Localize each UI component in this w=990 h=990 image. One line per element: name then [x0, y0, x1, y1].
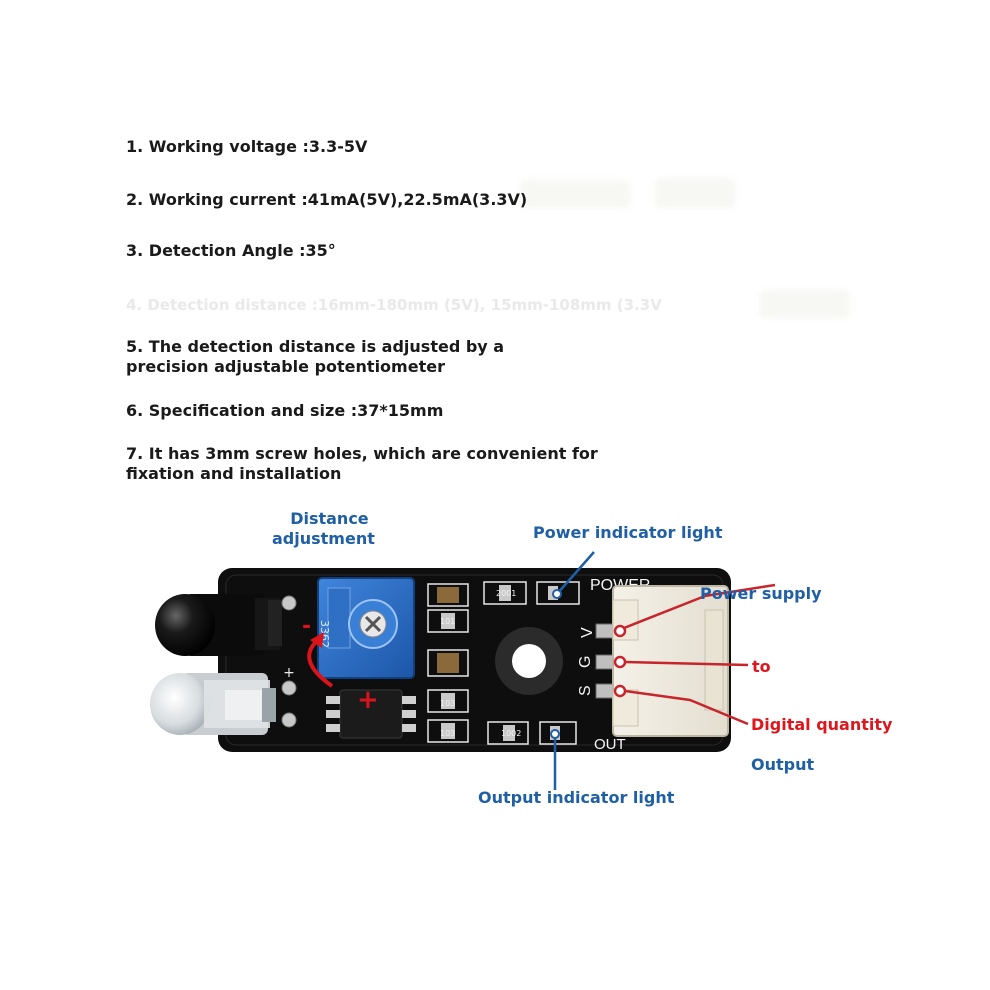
spec-item-6: 6. Specification and size :37*15mm: [126, 401, 444, 420]
spec-item-1: 1. Working voltage :3.3-5V: [126, 137, 368, 156]
label-power-supply: Power supply: [700, 584, 822, 603]
resistor-103a: 103: [440, 699, 455, 708]
resistor-103b: 103: [440, 729, 455, 738]
spec-item-7: 7. It has 3mm screw holes, which are con…: [126, 444, 598, 483]
indicator-callout-lines: [553, 551, 595, 790]
spec-item-2: 2. Working current :41mA(5V),22.5mA(3.3V…: [126, 190, 528, 209]
smd-components: [427, 581, 580, 745]
label-power-indicator: Power indicator light: [533, 523, 723, 542]
label-digital-quantity: Digital quantity: [751, 715, 893, 734]
pcb-out-text: OUT: [594, 736, 626, 753]
pin-label-s: S: [577, 685, 594, 696]
pin-callout-lines: [613, 583, 776, 726]
label-distance-adjustment: Distance adjustment: [272, 509, 375, 549]
ir-emitter-led: [155, 594, 282, 656]
resistor-2001: 2001: [496, 589, 516, 598]
label-distance-line1: Distance: [290, 509, 369, 528]
potentiometer: 3362: [317, 577, 415, 679]
pot-plus-sign: +: [357, 685, 379, 715]
comparator-ic: [326, 689, 416, 739]
adjust-arrow: [307, 632, 334, 688]
ir-receiver-led: [150, 673, 276, 735]
spec-item-5: 5. The detection distance is adjusted by…: [126, 337, 505, 376]
faded-smudge: [760, 290, 850, 318]
faded-smudge: [520, 180, 630, 208]
label-output-indicator: Output indicator light: [478, 788, 675, 807]
resistor-1002: 1002: [501, 729, 521, 738]
faded-smudge: [655, 178, 735, 208]
pcb-plus-mark: +: [283, 665, 295, 681]
pin-label-v: V: [579, 627, 596, 638]
label-to: to: [752, 657, 771, 676]
spec-item-3: 3. Detection Angle :35°: [126, 241, 336, 260]
label-distance-line2: adjustment: [272, 529, 375, 548]
spec-item-4: 4. Detection distance :16mm-180mm (5V), …: [126, 296, 662, 314]
label-output: Output: [751, 755, 815, 774]
resistor-101: 101: [440, 617, 455, 626]
pot-minus-sign: -: [302, 614, 311, 639]
pin-label-g: G: [577, 656, 594, 668]
